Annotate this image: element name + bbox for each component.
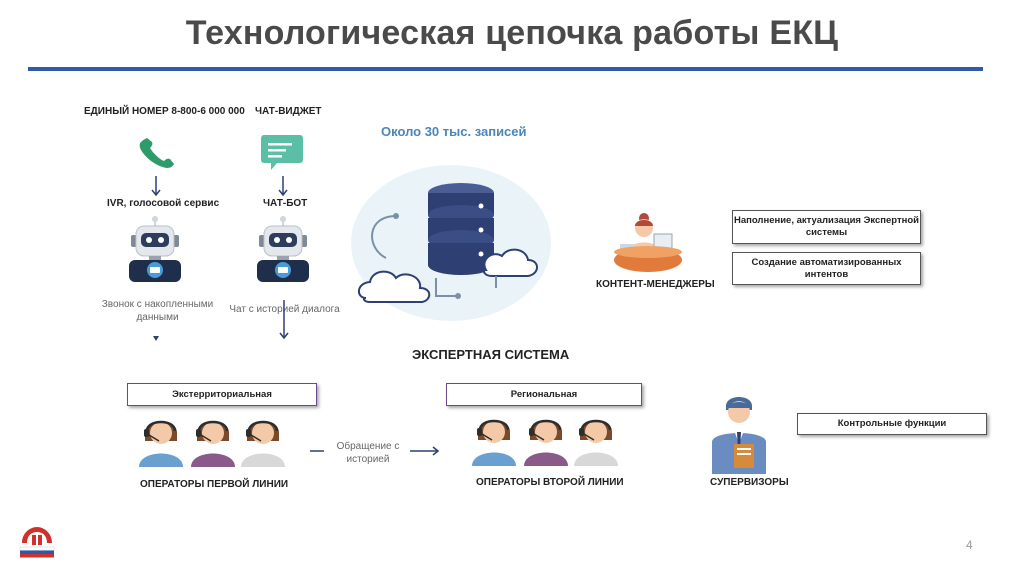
chatbot-robot-icon <box>257 216 309 282</box>
second-line-operators-icon <box>472 419 618 466</box>
pfr-logo-icon <box>19 527 55 558</box>
chat-widget-icon <box>261 135 303 170</box>
title-underline <box>28 67 983 71</box>
records-count-label: Около 30 тыс. записей <box>381 124 527 139</box>
ivr-robot-icon <box>129 216 181 282</box>
content-managers-label: КОНТЕНТ-МЕНЕДЖЕРЫ <box>596 279 715 290</box>
ivr-small-arrow <box>153 336 159 341</box>
ivr-label: IVR, голосовой сервис <box>107 198 220 209</box>
page-number: 4 <box>966 538 973 552</box>
control-functions-box: Контрольные функции <box>797 413 987 435</box>
content-task-intents-box: Создание автоматизированных интентов <box>732 252 921 285</box>
regional-box: Региональная <box>446 383 642 406</box>
supervisors-label: СУПЕРВИЗОРЫ <box>710 477 789 488</box>
chat-channel-label: ЧАТ-ВИДЖЕТ <box>255 106 322 117</box>
database-cloud-icon <box>351 165 551 321</box>
first-line-operators-icon <box>139 420 285 467</box>
phone-icon <box>139 138 174 168</box>
transfer-arrow <box>310 446 440 456</box>
transfer-note: Обращение с историей <box>336 441 400 465</box>
chatbot-down-arrow-2 <box>279 300 289 340</box>
page-title: Технологическая цепочка работы ЕКЦ <box>185 14 839 52</box>
phone-down-arrow <box>151 176 161 197</box>
content-task-fill-box: Наполнение, актуализация Экспертной сист… <box>732 210 921 244</box>
supervisor-icon <box>712 397 766 474</box>
extraterritorial-box: Экстерриториальная <box>127 383 317 406</box>
content-manager-icon <box>614 213 682 272</box>
second-line-operators-label: ОПЕРАТОРЫ ВТОРОЙ ЛИНИИ <box>476 477 624 488</box>
phone-channel-label: ЕДИНЫЙ НОМЕР 8-800-6 000 000 <box>84 106 245 117</box>
chat-down-arrow <box>278 176 288 197</box>
ivr-note: Звонок с накопленными данными <box>101 299 214 323</box>
expert-system-label: ЭКСПЕРТНАЯ СИСТЕМА <box>412 347 570 362</box>
chatbot-label: ЧАТ-БОТ <box>263 198 308 209</box>
first-line-operators-label: ОПЕРАТОРЫ ПЕРВОЙ ЛИНИИ <box>140 479 289 490</box>
